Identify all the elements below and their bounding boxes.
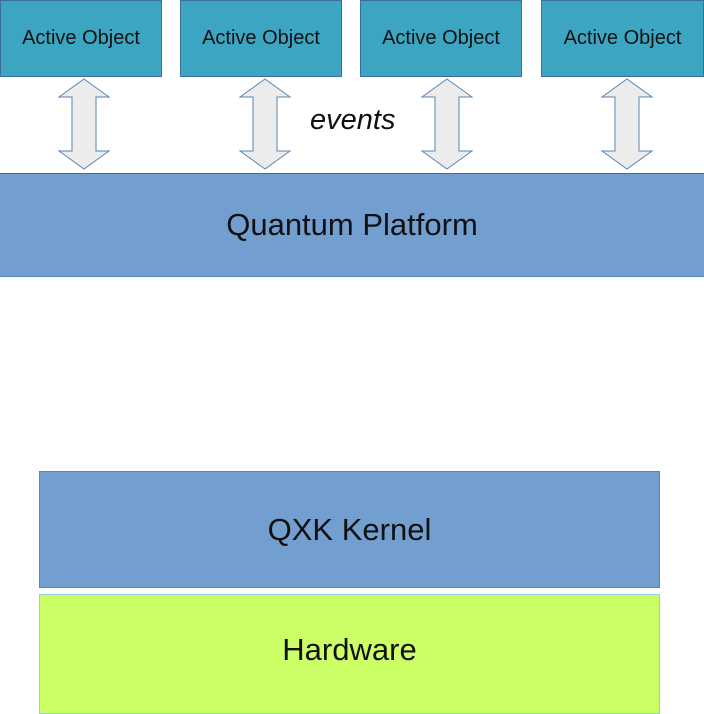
qxk-kernel-layer: QXK Kernel xyxy=(39,471,660,588)
double-arrow-icon xyxy=(420,78,474,170)
double-arrow-icon xyxy=(238,78,292,170)
active-object-label: Active Object xyxy=(22,27,140,49)
double-arrow-icon xyxy=(600,78,654,170)
active-object-3: Active Object xyxy=(360,0,522,77)
kernel-label: QXK Kernel xyxy=(267,511,432,547)
active-object-label: Active Object xyxy=(382,27,500,49)
events-label: events xyxy=(310,104,396,136)
quantum-platform-layer: Quantum Platform xyxy=(0,173,704,277)
active-object-label: Active Object xyxy=(202,27,320,49)
hardware-label: Hardware xyxy=(282,632,417,667)
active-object-4: Active Object xyxy=(541,0,704,77)
active-object-2: Active Object xyxy=(180,0,342,77)
active-object-label: Active Object xyxy=(563,27,682,49)
active-object-1: Active Object xyxy=(0,0,162,77)
platform-label: Quantum Platform xyxy=(226,207,478,242)
hardware-layer: Hardware xyxy=(39,594,660,714)
double-arrow-icon xyxy=(57,78,111,170)
